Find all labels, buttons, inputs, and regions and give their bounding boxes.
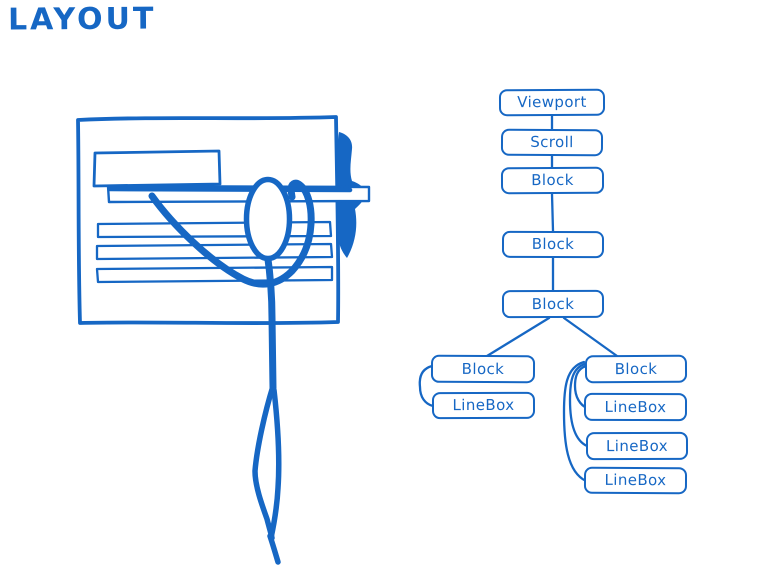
text-line-1 bbox=[96, 220, 333, 239]
stick-figure-leg-right bbox=[268, 387, 282, 541]
horizontal-rule-top-edge bbox=[107, 186, 353, 193]
tree-node-viewport: Viewport bbox=[498, 88, 606, 117]
stick-figure-body bbox=[263, 248, 277, 392]
tree-node-left-linebox: LineBox bbox=[431, 391, 536, 420]
bracket-left-block-linebox bbox=[418, 364, 435, 408]
tree-node-right-block: Block bbox=[584, 354, 688, 384]
tree-node-right-linebox-2: LineBox bbox=[585, 431, 689, 461]
bracket-right-linebox-2 bbox=[568, 362, 589, 448]
tree-node-left-block: Block bbox=[430, 354, 536, 384]
header-block bbox=[92, 149, 222, 188]
connector-block3-right-block bbox=[562, 316, 619, 358]
stick-figure-head bbox=[243, 176, 293, 262]
connector-block1-block2 bbox=[550, 192, 555, 233]
connector-block3-left-block bbox=[485, 316, 551, 358]
stick-figure-arms bbox=[148, 179, 315, 288]
bracket-right-linebox-1 bbox=[573, 364, 589, 410]
tree-connectors bbox=[418, 114, 619, 483]
webpage-sketch bbox=[76, 115, 371, 565]
stick-figure-foot bbox=[267, 533, 281, 565]
tree-node-scroll: Scroll bbox=[500, 128, 604, 157]
tree-node-right-linebox-1: LineBox bbox=[583, 392, 688, 422]
tree-node-right-linebox-3: LineBox bbox=[583, 466, 688, 495]
tree-node-block-2: Block bbox=[501, 230, 605, 259]
page-outline bbox=[76, 115, 341, 326]
tree-node-block-1: Block bbox=[500, 166, 605, 195]
bracket-right-linebox-3 bbox=[562, 360, 588, 483]
tree-node-block-3: Block bbox=[501, 289, 605, 319]
stick-figure-leg-left bbox=[252, 383, 276, 541]
